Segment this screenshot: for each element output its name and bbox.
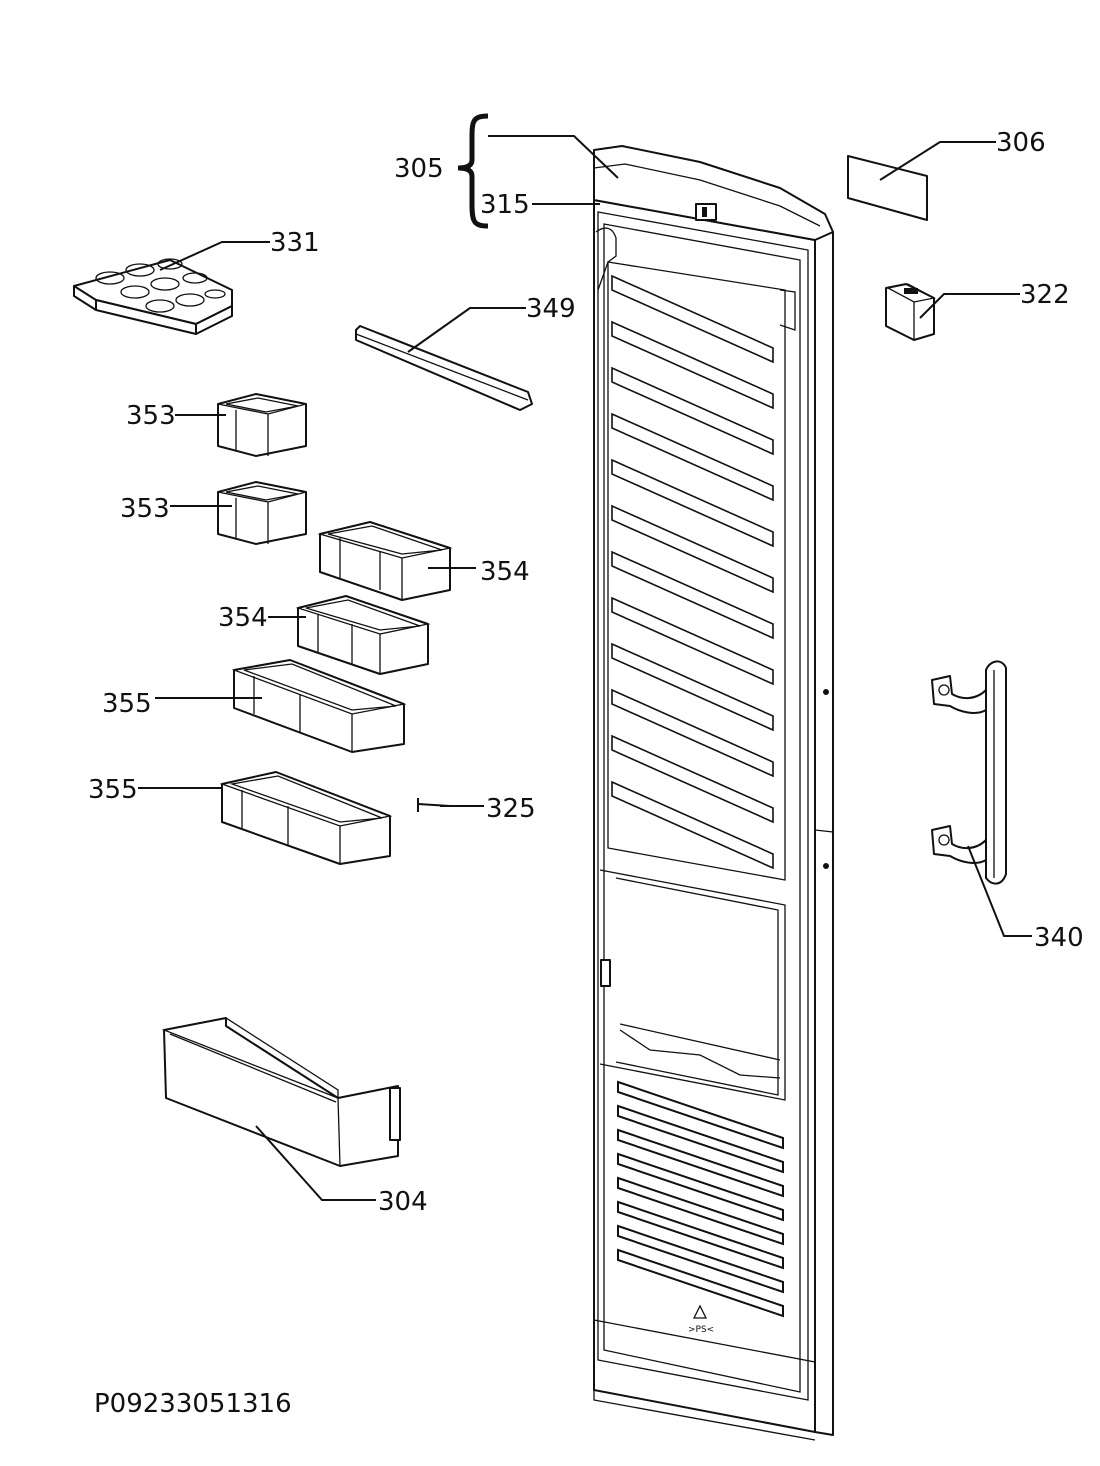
part-331-egg-tray bbox=[73, 258, 233, 335]
part-354-bin-upper bbox=[317, 521, 453, 601]
door-bottom-vents bbox=[617, 1080, 784, 1318]
part-306-label-plate bbox=[847, 155, 928, 221]
callout-354-upper: 354 bbox=[480, 557, 530, 587]
leader-340 bbox=[967, 845, 1032, 937]
part-355-bin-upper bbox=[231, 659, 407, 753]
callout-349: 349 bbox=[526, 294, 576, 324]
callout-315: 315 bbox=[480, 190, 530, 220]
door-liner bbox=[595, 227, 796, 1101]
callout-306: 306 bbox=[996, 128, 1046, 158]
part-353-bin-upper bbox=[217, 393, 307, 457]
callout-353-lower: 353 bbox=[120, 494, 170, 524]
part-340-handle bbox=[931, 660, 1007, 885]
callout-331: 331 bbox=[270, 228, 320, 258]
leader-304 bbox=[255, 1125, 376, 1201]
callout-340: 340 bbox=[1034, 923, 1084, 953]
callout-354-lower: 354 bbox=[218, 603, 268, 633]
recycling-symbol: >PS< bbox=[688, 1304, 714, 1335]
leader-331 bbox=[159, 241, 270, 271]
callout-355-upper: 355 bbox=[102, 689, 152, 719]
leader-349 bbox=[407, 307, 526, 353]
part-353-bin-lower bbox=[217, 481, 307, 545]
leader-306 bbox=[879, 141, 996, 181]
part-304-bottle-shelf bbox=[161, 1017, 401, 1167]
bracket-305-315 bbox=[457, 113, 489, 229]
callout-305: 305 bbox=[394, 154, 444, 184]
callout-325: 325 bbox=[486, 794, 536, 824]
callout-304: 304 bbox=[378, 1187, 428, 1217]
door-rails bbox=[611, 274, 774, 870]
svg-text:>PS<: >PS< bbox=[688, 1325, 714, 1335]
callout-322: 322 bbox=[1020, 280, 1070, 310]
callout-355-lower: 355 bbox=[88, 775, 138, 805]
leader-305 bbox=[488, 135, 619, 179]
drawing-id: P09233051316 bbox=[94, 1389, 292, 1419]
part-355-bin-lower bbox=[219, 771, 393, 865]
part-322-cover bbox=[885, 283, 936, 341]
door-top-cap bbox=[593, 145, 834, 241]
callout-353-upper: 353 bbox=[126, 401, 176, 431]
part-349-strip bbox=[355, 325, 533, 411]
part-354-bin-lower bbox=[295, 595, 431, 675]
leader-322 bbox=[919, 293, 1020, 319]
